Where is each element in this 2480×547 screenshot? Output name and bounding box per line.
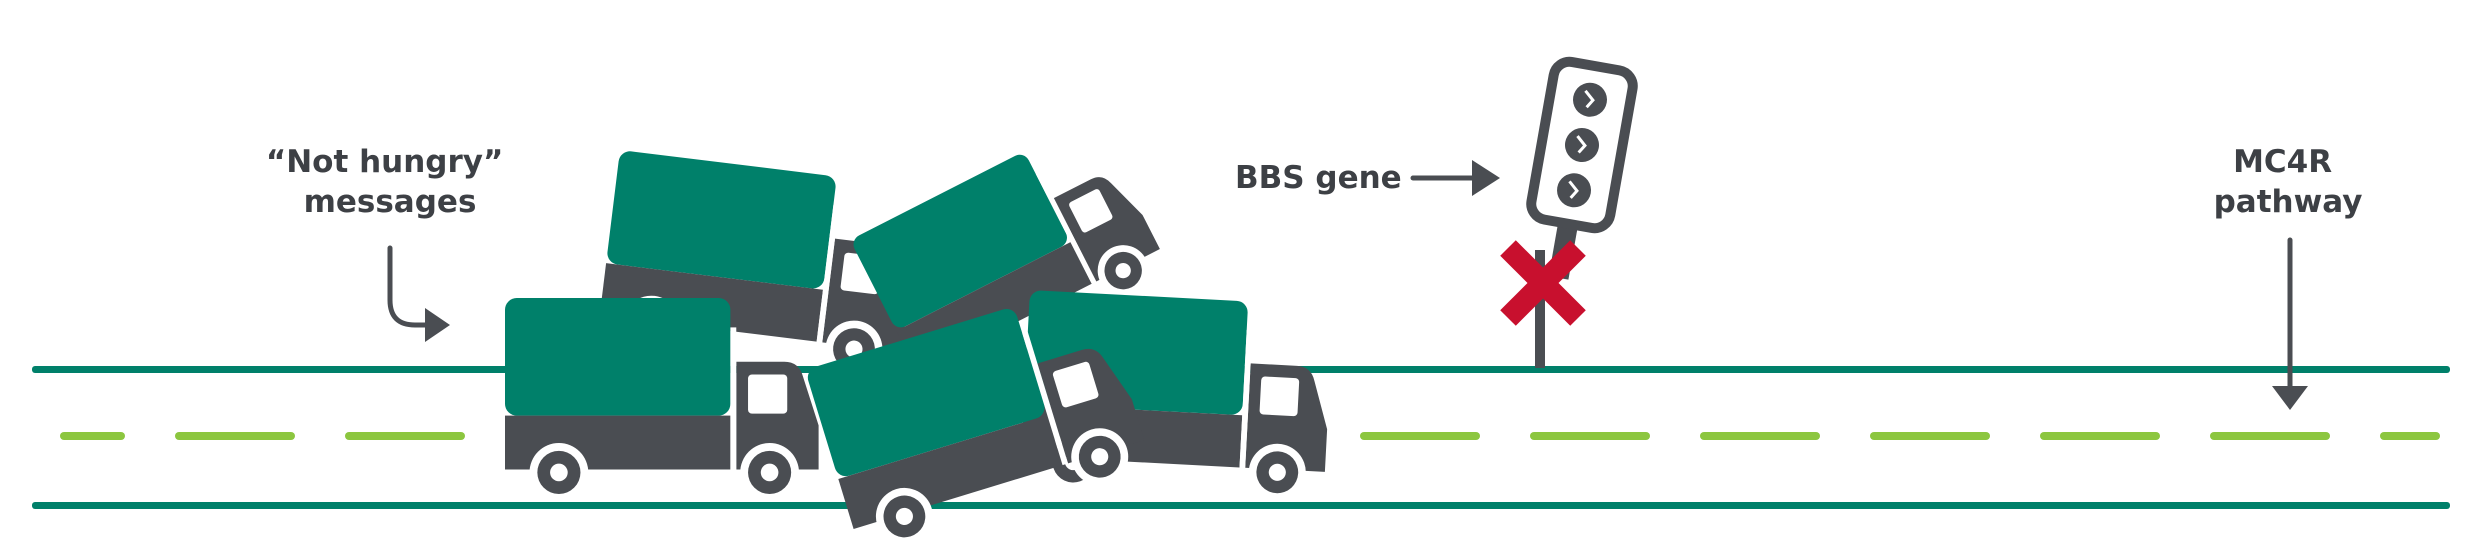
traffic-light-icon — [1526, 56, 1638, 368]
pathway-label-line1: MC4R — [2233, 144, 2332, 180]
messages-label-line1: “Not hungry” — [266, 144, 504, 180]
gene-label: BBS gene — [1235, 160, 1402, 196]
messages-arrow-icon — [387, 245, 450, 342]
road-bottom-edge — [32, 502, 2450, 509]
road-center-dashes — [60, 432, 2440, 440]
stop-x-icon — [1500, 240, 1586, 326]
messages-label: “Not hungry” messages — [266, 144, 514, 220]
pathway-label-line2: pathway — [2214, 184, 2363, 220]
pathway-label: MC4R pathway — [2214, 144, 2363, 220]
pathway-arrow-icon — [2272, 237, 2308, 410]
gene-arrow-icon — [1410, 160, 1500, 196]
truck-pileup — [505, 116, 1334, 547]
messages-label-line2: messages — [304, 184, 477, 220]
